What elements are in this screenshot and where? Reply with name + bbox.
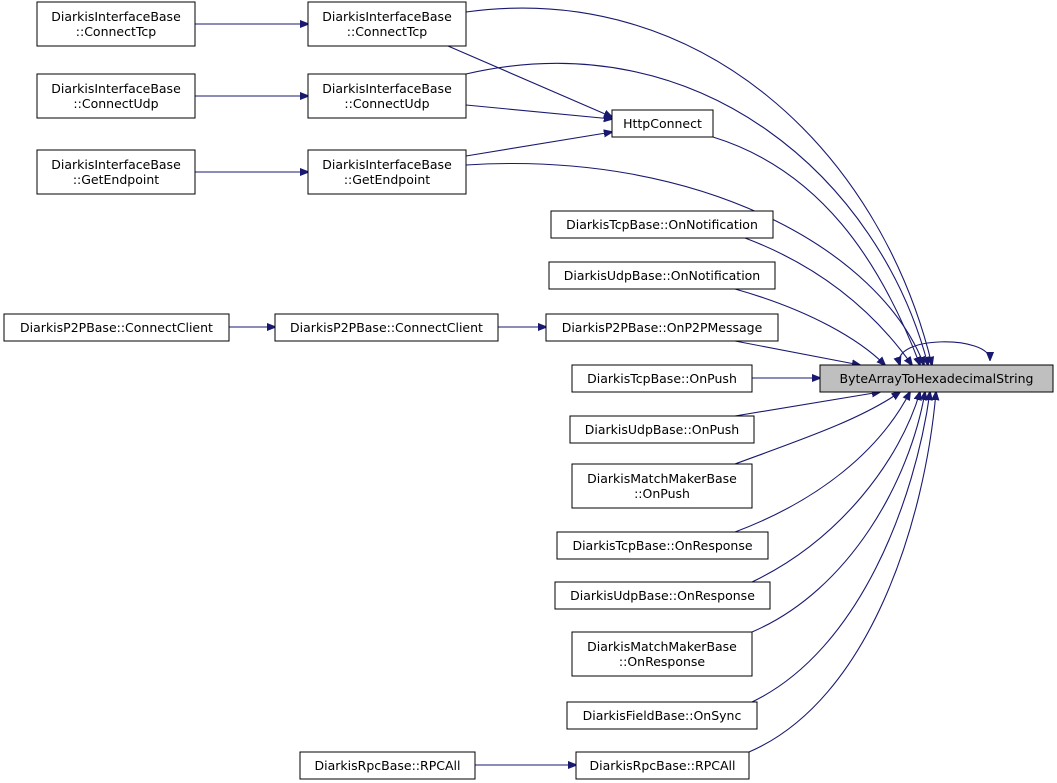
caller-node[interactable]: DiarkisInterfaceBase::ConnectUdp	[307, 73, 467, 119]
node-label: DiarkisRpcBase::RPCAll	[315, 758, 461, 773]
caller-node[interactable]: DiarkisFieldBase::OnSync	[566, 701, 758, 730]
node-label: DiarkisP2PBase::ConnectClient	[290, 320, 483, 335]
caller-node[interactable]: DiarkisInterfaceBase::ConnectTcp	[36, 1, 196, 47]
caller-node[interactable]: DiarkisMatchMakerBase::OnResponse	[571, 631, 753, 677]
edge-n2-to-n7	[447, 45, 612, 117]
node-label: DiarkisP2PBase::OnP2PMessage	[562, 320, 763, 335]
caller-node[interactable]: DiarkisP2PBase::OnP2PMessage	[545, 313, 779, 342]
node-label: ::GetEndpoint	[344, 172, 430, 187]
node-label: ::OnPush	[634, 486, 690, 501]
node-box	[307, 1, 467, 47]
node-box	[274, 313, 499, 342]
node-label: DiarkisTcpBase::OnPush	[587, 371, 737, 386]
node-label: DiarkisUdpBase::OnResponse	[570, 588, 755, 603]
node-label: ::ConnectTcp	[347, 24, 427, 39]
node-box	[571, 631, 753, 677]
edge-layer	[195, 7, 990, 765]
edge-n8-to-target	[744, 237, 912, 365]
edge-n7-to-target	[712, 136, 920, 365]
node-label: ::ConnectUdp	[344, 96, 429, 111]
caller-node[interactable]: DiarkisUdpBase::OnResponse	[554, 581, 771, 610]
caller-node[interactable]: DiarkisRpcBase::RPCAll	[575, 751, 750, 780]
node-label: DiarkisTcpBase::OnResponse	[572, 538, 752, 553]
caller-node[interactable]: DiarkisInterfaceBase::GetEndpoint	[36, 149, 196, 195]
caller-node[interactable]: DiarkisTcpBase::OnNotification	[550, 210, 774, 239]
node-label: DiarkisInterfaceBase	[322, 157, 452, 172]
caller-node[interactable]: DiarkisRpcBase::RPCAll	[299, 751, 476, 780]
edge-n18-to-target	[751, 392, 925, 633]
edge-n2-to-target	[465, 7, 932, 365]
node-box	[307, 149, 467, 195]
node-box	[36, 149, 196, 195]
node-label: ByteArrayToHexadecimalString	[840, 371, 1034, 386]
caller-node[interactable]: DiarkisInterfaceBase::ConnectTcp	[307, 1, 467, 47]
node-label: DiarkisMatchMakerBase	[587, 639, 737, 654]
edge-n14-to-target	[734, 392, 880, 417]
caller-node[interactable]: DiarkisMatchMakerBase::OnPush	[571, 463, 753, 509]
node-box	[554, 581, 771, 610]
caller-node[interactable]: DiarkisTcpBase::OnResponse	[556, 531, 769, 560]
edge-n16-to-target	[734, 392, 910, 533]
node-box	[545, 313, 779, 342]
node-label: DiarkisRpcBase::RPCAll	[590, 758, 736, 773]
node-label: DiarkisInterfaceBase	[51, 9, 181, 24]
node-box	[611, 109, 714, 138]
caller-node[interactable]: DiarkisUdpBase::OnPush	[569, 415, 755, 444]
edge-n9-to-target	[734, 288, 885, 365]
node-box	[36, 1, 196, 47]
node-label: DiarkisInterfaceBase	[322, 81, 452, 96]
node-label: ::GetEndpoint	[73, 172, 159, 187]
node-box	[575, 751, 750, 780]
edge-n15-to-target	[734, 392, 900, 465]
caller-node[interactable]: DiarkisInterfaceBase::GetEndpoint	[307, 149, 467, 195]
node-label: DiarkisUdpBase::OnNotification	[564, 268, 760, 283]
caller-node[interactable]: HttpConnect	[611, 109, 714, 138]
caller-node[interactable]: DiarkisP2PBase::ConnectClient	[3, 313, 230, 342]
node-box	[569, 415, 755, 444]
node-box	[307, 73, 467, 119]
node-box	[3, 313, 230, 342]
caller-node[interactable]: DiarkisUdpBase::OnNotification	[548, 261, 776, 290]
node-label: ::ConnectTcp	[76, 24, 156, 39]
edge-n6-to-n7	[465, 132, 612, 157]
node-box	[571, 463, 753, 509]
node-label: DiarkisInterfaceBase	[322, 9, 452, 24]
node-label: DiarkisTcpBase::OnNotification	[566, 217, 758, 232]
edge-n19-to-target	[751, 392, 930, 703]
node-box	[556, 531, 769, 560]
node-label: HttpConnect	[623, 116, 702, 131]
edge-n12-to-target	[734, 340, 860, 365]
caller-node[interactable]: DiarkisP2PBase::ConnectClient	[274, 313, 499, 342]
caller-node[interactable]: DiarkisTcpBase::OnPush	[571, 364, 753, 393]
node-label: DiarkisP2PBase::ConnectClient	[20, 320, 213, 335]
node-label: ::ConnectUdp	[73, 96, 158, 111]
node-label: DiarkisMatchMakerBase	[587, 471, 737, 486]
node-label: DiarkisUdpBase::OnPush	[585, 422, 739, 437]
node-box	[299, 751, 476, 780]
edge-n17-to-target	[751, 392, 920, 583]
node-box	[550, 210, 774, 239]
edge-n4-to-n7	[465, 104, 612, 119]
node-box	[566, 701, 758, 730]
node-box	[571, 364, 753, 393]
edge-target-to-target	[899, 341, 990, 365]
node-box	[548, 261, 776, 290]
node-box	[819, 364, 1054, 393]
target-node[interactable]: ByteArrayToHexadecimalString	[819, 364, 1054, 393]
node-box	[36, 73, 196, 119]
node-layer: DiarkisInterfaceBase::ConnectTcpDiarkisI…	[3, 1, 1054, 780]
edge-n4-to-target	[465, 63, 928, 365]
node-label: DiarkisFieldBase::OnSync	[583, 708, 742, 723]
edge-n21-to-target	[748, 392, 936, 753]
caller-node[interactable]: DiarkisInterfaceBase::ConnectUdp	[36, 73, 196, 119]
node-label: DiarkisInterfaceBase	[51, 81, 181, 96]
node-label: ::OnResponse	[619, 654, 706, 669]
node-label: DiarkisInterfaceBase	[51, 157, 181, 172]
